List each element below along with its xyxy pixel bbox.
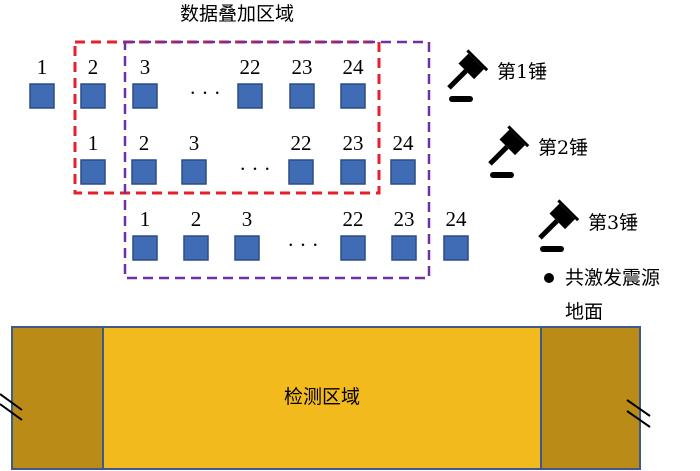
receiver bbox=[132, 83, 158, 109]
receiver-label: 2 bbox=[191, 207, 202, 231]
hammer-icon bbox=[538, 199, 580, 252]
receiver bbox=[131, 159, 157, 185]
receiver-label: 3 bbox=[140, 55, 151, 79]
hammer-3: 第3锤 bbox=[538, 199, 638, 252]
receiver-label: 22 bbox=[343, 207, 364, 231]
receiver-label: 24 bbox=[343, 55, 365, 79]
receiver-label: 23 bbox=[394, 207, 415, 231]
left-ground bbox=[11, 326, 104, 470]
overlay-region-title: 数据叠加区域 bbox=[180, 3, 294, 25]
hammer-icon bbox=[447, 49, 489, 102]
receiver-label: 22 bbox=[240, 55, 261, 79]
receiver bbox=[391, 235, 417, 261]
receiver bbox=[340, 235, 366, 261]
receiver bbox=[340, 83, 366, 109]
break-mark-left bbox=[0, 393, 23, 421]
receiver-label: 3 bbox=[189, 131, 200, 155]
receiver-label: 1 bbox=[88, 131, 99, 155]
receiver-label: 22 bbox=[291, 131, 312, 155]
detection-area bbox=[102, 326, 542, 470]
receiver bbox=[443, 235, 469, 261]
ground-section: 检测区域 bbox=[0, 326, 651, 470]
receiver bbox=[80, 159, 106, 185]
ellipsis: · · · bbox=[189, 81, 220, 105]
hammer-1: 第1锤 bbox=[447, 49, 547, 102]
receiver bbox=[340, 159, 366, 185]
bullet-icon bbox=[544, 273, 554, 283]
shared-source-label: 共激发震源 bbox=[565, 267, 660, 289]
red-overlay-box bbox=[73, 40, 381, 195]
receiver-label: 23 bbox=[343, 131, 364, 155]
hammer-2-label: 第2锤 bbox=[538, 137, 588, 159]
receiver bbox=[132, 235, 158, 261]
receiver bbox=[234, 235, 260, 261]
detection-area-label: 检测区域 bbox=[284, 386, 360, 408]
receiver bbox=[183, 235, 209, 261]
receiver bbox=[288, 159, 314, 185]
purple-overlay-box bbox=[123, 40, 431, 280]
hammer-3-label: 第3锤 bbox=[588, 212, 638, 234]
ellipsis: · · · bbox=[287, 233, 318, 257]
right-ground bbox=[540, 326, 641, 470]
break-mark-right bbox=[626, 399, 651, 428]
receiver-label: 2 bbox=[88, 55, 99, 79]
receiver-label: 2 bbox=[139, 131, 150, 155]
receiver bbox=[390, 159, 416, 185]
ellipsis: · · · bbox=[239, 157, 270, 181]
ground-label: 地面 bbox=[565, 301, 603, 323]
receiver-label: 24 bbox=[393, 131, 415, 155]
receiver-label: 1 bbox=[37, 55, 48, 79]
hammer-icon bbox=[488, 125, 530, 178]
receiver bbox=[80, 83, 106, 109]
receiver bbox=[29, 83, 55, 109]
hammer-2: 第2锤 bbox=[488, 125, 588, 178]
receiver bbox=[237, 83, 263, 109]
receiver-label: 3 bbox=[242, 207, 253, 231]
receiver bbox=[181, 159, 207, 185]
receiver-label: 24 bbox=[446, 207, 468, 231]
hammer-1-label: 第1锤 bbox=[497, 61, 547, 83]
receiver bbox=[289, 83, 315, 109]
receiver-label: 23 bbox=[292, 55, 313, 79]
receiver-label: 1 bbox=[140, 207, 151, 231]
